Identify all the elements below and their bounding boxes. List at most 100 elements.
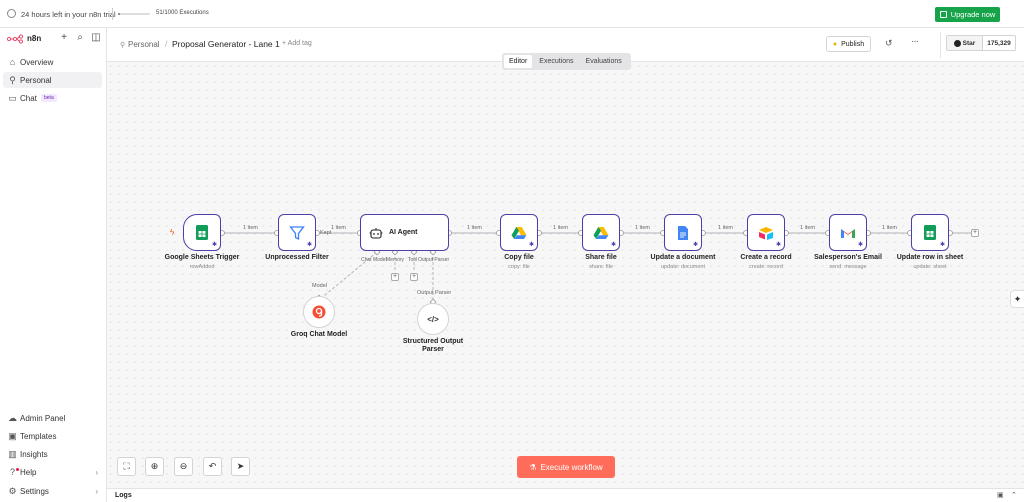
pin-icon: ✱ (211, 242, 217, 248)
google-drive-icon (511, 226, 527, 239)
node-unprocessed-filter[interactable]: ✱ (278, 214, 316, 251)
add-memory-button[interactable]: + (391, 273, 399, 281)
sidebar-item-label: Overview (20, 57, 54, 67)
expand-icon[interactable]: ⌃ (1011, 492, 1017, 499)
edge-label: 1 item (800, 225, 815, 231)
google-drive-icon (593, 226, 609, 239)
notification-dot (16, 468, 19, 471)
zoom-in-icon: ⊕ (150, 461, 159, 471)
select-mode-button[interactable]: ➤ (231, 457, 250, 476)
sidebar-item-label: Help (20, 467, 37, 477)
node-label: Share file (585, 254, 617, 261)
more-options-icon[interactable]: ··· (911, 36, 919, 47)
groq-icon (312, 305, 326, 319)
node-label: Unprocessed Filter (265, 254, 329, 261)
reset-zoom-button[interactable]: ↶ (203, 457, 222, 476)
n8n-logo (7, 34, 24, 44)
google-sheets-icon (196, 225, 208, 240)
robot-icon (369, 227, 383, 239)
fit-view-icon: ⛶ (123, 461, 130, 471)
fit-view-button[interactable]: ⛶ (117, 457, 136, 476)
sidebar-item-label: Chat (20, 93, 37, 103)
sidebar-item-settings[interactable]: ⚙ Settings › (3, 483, 102, 499)
add-icon[interactable]: + (61, 32, 67, 43)
add-node-button[interactable]: + (971, 229, 979, 237)
cursor-icon: ➤ (236, 461, 245, 471)
node-google-sheets-trigger[interactable]: ✱ (183, 214, 221, 251)
help-icon: ? (9, 466, 15, 477)
templates-icon: ▣ (8, 430, 17, 441)
divider (112, 8, 113, 20)
node-label: Update row in sheet (896, 254, 964, 261)
execute-label: Execute workflow (540, 462, 603, 472)
sidebar-item-label: Insights (20, 449, 48, 459)
node-copy-file[interactable]: ✱ (500, 214, 538, 251)
sidebar-item-admin-panel[interactable]: ☁ Admin Panel (3, 410, 102, 426)
logs-bar[interactable]: Logs ▣ ⌃ (107, 488, 1024, 502)
popout-icon[interactable]: ▣ (997, 492, 1004, 499)
edge-label: 1 item (882, 225, 897, 231)
pin-icon: ✱ (775, 242, 781, 248)
node-structured-output-parser[interactable]: </> (417, 303, 449, 335)
pin-icon: ✱ (857, 242, 863, 248)
pin-icon: ✱ (939, 242, 945, 248)
edge-label-output-parser: Output Parser (417, 290, 452, 296)
trial-banner: 24 hours left in your n8n trial 51/1000 … (0, 0, 1024, 28)
zoom-in-button[interactable]: ⊕ (145, 457, 164, 476)
node-subtitle: update: document (660, 264, 706, 270)
breadcrumb[interactable]: Personal (128, 40, 160, 49)
node-create-record[interactable]: ✱ (747, 214, 785, 251)
node-subtitle: copy: file (508, 264, 530, 270)
search-icon[interactable]: ⌕ (77, 32, 83, 43)
sidebar-item-chat[interactable]: ▭ Chat beta (3, 90, 102, 106)
airtable-icon (759, 226, 773, 240)
node-label: Salesperson's Email (814, 254, 882, 261)
node-share-file[interactable]: ✱ (582, 214, 620, 251)
gift-icon (939, 11, 947, 18)
execute-workflow-button[interactable]: ⚗ Execute workflow (517, 456, 615, 478)
tab-evaluations[interactable]: Evaluations (585, 58, 622, 65)
publish-button[interactable]: ● Publish (826, 36, 871, 52)
reset-icon: ↶ (208, 461, 217, 471)
edge-label-kept: Kept (320, 230, 332, 236)
edge-label: 1 item (467, 225, 482, 231)
node-update-document[interactable]: ✱ (664, 214, 702, 251)
node-label: Update a document (650, 254, 716, 261)
github-star-label: Star (962, 39, 976, 47)
node-subtitle: send: message (829, 264, 867, 270)
github-star[interactable]: Star (947, 36, 983, 50)
edge-label-model: Model (312, 283, 327, 289)
port-label-output-parser: Output Parser (418, 257, 450, 263)
logo-text: n8n (27, 34, 42, 43)
chevron-right-icon: › (95, 486, 98, 496)
flask-icon: ⚗ (529, 462, 537, 472)
view-tabs: Editor Executions Evaluations (502, 53, 631, 70)
node-groq-chat-model[interactable] (303, 296, 335, 328)
google-docs-icon (678, 225, 688, 240)
edge-label: 1 item (331, 225, 346, 231)
pin-icon: ✱ (610, 242, 616, 248)
github-star-button[interactable]: Star 175,329 (946, 35, 1016, 51)
tab-executions[interactable]: Executions (539, 58, 574, 65)
workflow-canvas[interactable]: ϟ ✱ Google Sheets Trigger rowAdded ✱ Unp… (107, 62, 1024, 488)
workflow-name[interactable]: Proposal Generator - Lane 1 (172, 39, 280, 49)
node-label: Create a record (740, 254, 792, 261)
add-tag-button[interactable]: + Add tag (282, 40, 312, 47)
collapse-sidebar-icon[interactable]: ◫ (91, 32, 101, 43)
sidebar-item-help[interactable]: ? Help › (3, 464, 102, 480)
add-tool-button[interactable]: + (410, 273, 418, 281)
upgrade-button[interactable]: Upgrade now (935, 7, 1000, 22)
node-ai-agent[interactable]: AI Agent (360, 214, 449, 251)
tab-editor[interactable]: Editor (504, 55, 533, 68)
history-icon[interactable]: ↺ (885, 38, 893, 48)
zoom-out-button[interactable]: ⊖ (174, 457, 193, 476)
sidebar-item-personal[interactable]: ⚲ Personal (3, 72, 102, 88)
sidebar-item-templates[interactable]: ▣ Templates (3, 428, 102, 444)
ai-assistant-button[interactable]: ✦ (1010, 290, 1024, 308)
sidebar-item-insights[interactable]: ▥ Insights (3, 446, 102, 462)
sidebar-item-overview[interactable]: ⌂ Overview (3, 54, 102, 70)
node-label: Structured Output Parser (402, 338, 464, 353)
node-update-row-sheet[interactable]: ✱ (911, 214, 949, 251)
gmail-icon (841, 228, 855, 238)
node-salesperson-email[interactable]: ✱ (829, 214, 867, 251)
